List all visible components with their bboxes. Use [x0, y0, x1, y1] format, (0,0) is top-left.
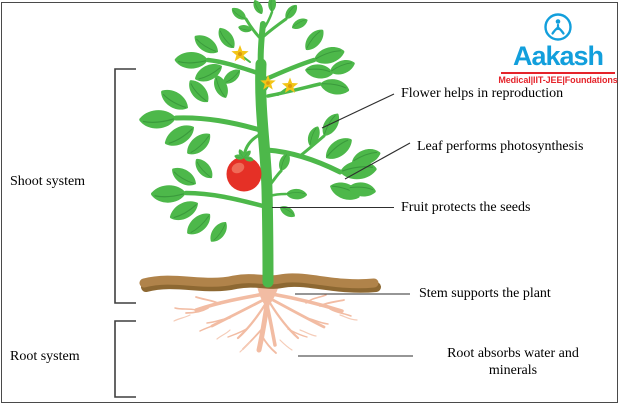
leaf-leader-line: [344, 142, 411, 180]
callout-root: Root absorbs water and minerals: [447, 346, 579, 378]
aakash-logo: Aakash Medical|IIT-JEE|Foundations: [498, 12, 618, 85]
callout-stem: Stem supports the plant: [419, 286, 551, 301]
flower-leader-line: [321, 93, 395, 129]
root-system-bracket: [114, 320, 136, 398]
callout-flower: Flower helps in reproduction: [401, 86, 564, 101]
logo-red-rule: [501, 72, 615, 74]
aakash-brand-text: Aakash: [512, 41, 604, 71]
soil: [139, 273, 381, 293]
aakash-person-in-circle-icon: [544, 13, 572, 41]
label-shoot-system: Shoot system: [10, 174, 86, 189]
tomato-fruit: [226, 148, 262, 192]
roots: [173, 281, 358, 354]
shoot-system-bracket: [114, 68, 136, 304]
callout-fruit: Fruit protects the seeds: [401, 200, 531, 215]
logo-tagline: Medical|IIT-JEE|Foundations: [498, 75, 618, 85]
callout-leaf: Leaf performs photosynthesis: [417, 139, 584, 154]
leader-lines: [272, 93, 413, 357]
stem: [173, 10, 343, 288]
label-root-system: Root system: [10, 349, 80, 364]
diagram-border: [1, 2, 618, 403]
